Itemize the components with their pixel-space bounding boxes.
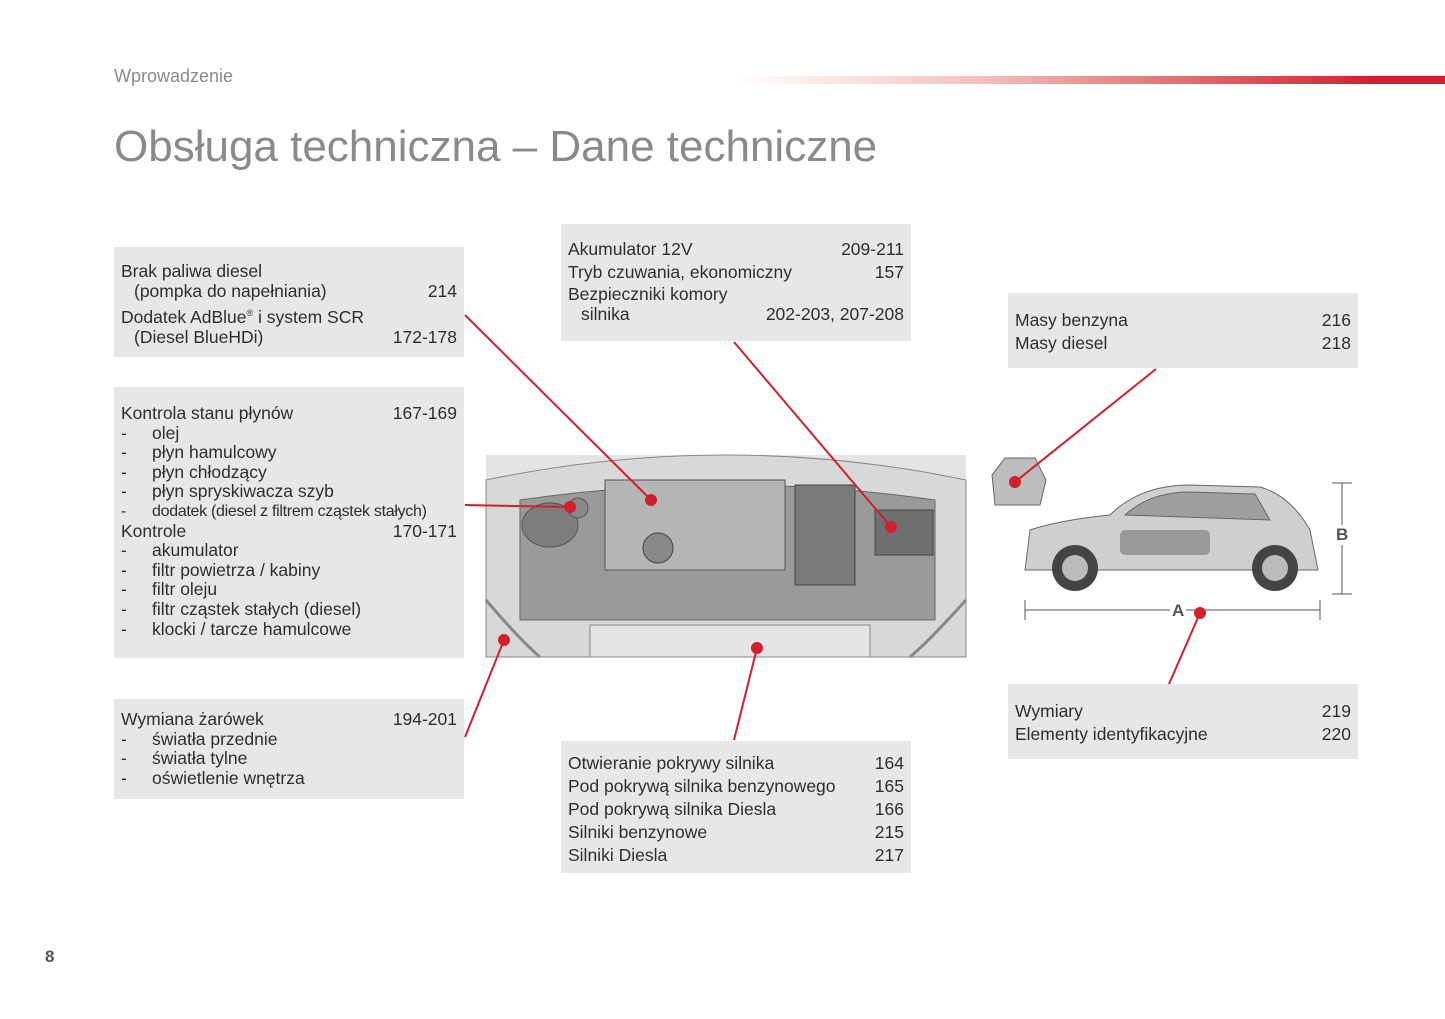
- dimension-label-a: A: [1170, 601, 1187, 621]
- car-side-illustration: [991, 457, 1352, 620]
- text: Bezpieczniki komory: [568, 284, 728, 305]
- box-bonnet: Otwieranie pokrywy silnika 164 Pod pokryw…: [561, 741, 911, 873]
- text: Wymiana żarówek: [121, 709, 264, 729]
- page-ref: 202-203, 207-208: [765, 303, 904, 324]
- header-gradient-bar: [735, 76, 1445, 84]
- list-item: dodatek (diesel z filtrem cząstek stałyc…: [152, 502, 427, 520]
- page-ref: 218: [1321, 333, 1351, 353]
- page-ref: 214: [427, 280, 457, 301]
- text: Akumulator 12V: [568, 239, 693, 259]
- text: silnika: [581, 303, 630, 324]
- page-ref: 209-211: [841, 239, 904, 259]
- section-label: Wprowadzenie: [114, 66, 234, 86]
- page-number: 8: [45, 947, 55, 966]
- page-ref: 166: [874, 799, 904, 819]
- text: Masy diesel: [1015, 333, 1108, 353]
- page-ref: 217: [874, 845, 904, 865]
- box-fuel: Brak paliwa diesel (pompka do napełniani…: [114, 247, 464, 357]
- text: (pompka do napełniania): [134, 280, 327, 301]
- list-item: filtr powietrza / kabiny: [152, 559, 321, 580]
- text: Wymiary: [1015, 701, 1083, 721]
- page-ref: 219: [1321, 701, 1351, 721]
- list-item: światła tylne: [152, 748, 248, 769]
- text: Kontrola stanu płynów: [121, 403, 294, 423]
- page-ref: 165: [874, 776, 904, 796]
- list-item: akumulator: [152, 540, 239, 561]
- list-item: filtr cząstek stałych (diesel): [152, 598, 362, 619]
- page-ref: 164: [874, 753, 904, 773]
- text: Otwieranie pokrywy silnika: [568, 753, 775, 773]
- dimension-label-b: B: [1334, 525, 1351, 545]
- list-item: olej: [152, 422, 180, 443]
- page-ref: 215: [874, 822, 904, 842]
- list-item: światła przednie: [152, 728, 278, 749]
- page-ref: 172-178: [392, 326, 457, 347]
- page-ref: 170-171: [392, 520, 457, 541]
- text: Kontrole: [121, 520, 187, 541]
- text: (Diesel BlueHDi): [134, 326, 264, 347]
- page-title: Obsługa techniczna – Dane techniczne: [114, 122, 878, 171]
- text: Pod pokrywą silnika benzynowego: [568, 776, 836, 796]
- text: Masy benzyna: [1015, 310, 1128, 330]
- text: Brak paliwa diesel: [121, 261, 263, 281]
- list-item: oświetlenie wnętrza: [152, 767, 305, 788]
- page-ref: 216: [1321, 310, 1351, 330]
- list-item: klocki / tarcze hamulcowe: [152, 618, 352, 639]
- box-masses: Masy benzyna 216 Masy diesel 218: [1008, 293, 1358, 368]
- list-item: płyn spryskiwacza szyb: [152, 481, 334, 502]
- box-dimensions: Wymiary 219 Elementy identyfikacyjne 220: [1008, 684, 1358, 759]
- text: Silniki Diesla: [568, 845, 668, 865]
- list-item: płyn chłodzący: [152, 461, 267, 482]
- list-item: filtr oleju: [152, 579, 218, 600]
- engine-bay-illustration: [484, 454, 968, 659]
- text: Pod pokrywą silnika Diesla: [568, 799, 777, 819]
- box-battery: Akumulator 12V 209-211 Tryb czuwania, eko…: [561, 224, 911, 341]
- page-ref: 194-201: [392, 709, 457, 729]
- page-ref: 220: [1321, 724, 1351, 744]
- leader-lines: [464, 314, 1206, 741]
- page-ref: 157: [874, 261, 904, 282]
- text: Elementy identyfikacyjne: [1015, 724, 1208, 744]
- text: Dodatek AdBlue® i system SCR: [121, 307, 365, 328]
- text: Silniki benzynowe: [568, 822, 708, 842]
- page-ref: 167-169: [392, 403, 457, 423]
- text: Tryb czuwania, ekonomiczny: [568, 261, 793, 282]
- list-item: płyn hamulcowy: [152, 442, 277, 463]
